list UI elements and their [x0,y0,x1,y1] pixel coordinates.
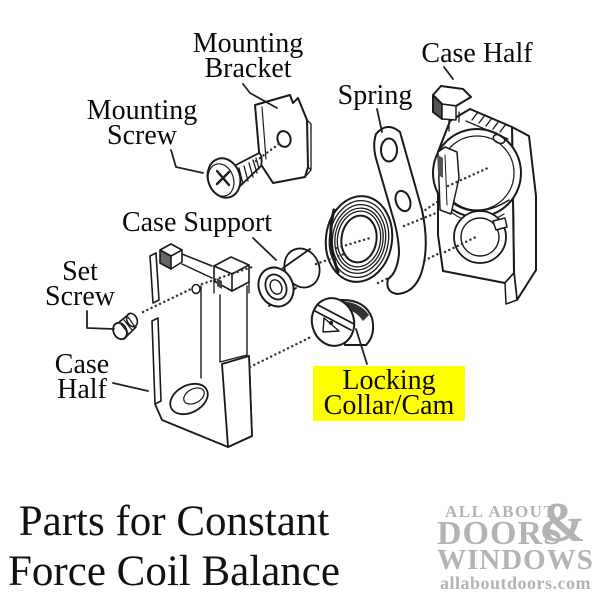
set-screw-drawing [112,312,139,341]
case-half-left-drawing [149,243,253,448]
label-text: Case Half [421,38,533,69]
label-text: Collar/Cam [323,390,455,421]
spring-arm-drawing [373,126,427,295]
label-case-half-top: Case Half [412,38,542,69]
label-case-support: Case Support [112,207,282,238]
caption-line: Parts for Constant [18,498,330,545]
logo-domain: allaboutdoors.com [440,573,592,593]
mounting-bracket-drawing [254,94,312,184]
label-text: Locking [342,365,436,396]
label-text: Case Support [121,207,273,238]
label-mounting-screw: Mounting Screw [62,95,222,151]
label-text: Mounting [192,28,304,59]
label-text: Half [57,374,107,405]
case-support-drawing [257,247,321,308]
label-text: Set [62,256,98,287]
label-set-screw: Set Screw [38,256,122,312]
label-text: Mounting [86,95,198,126]
diagram-caption: Parts for Constant Force Coil Balance [0,497,348,597]
locking-collar-drawing [310,297,375,347]
spring-coil-drawing [324,195,394,283]
label-text: Case [54,349,110,380]
logo-windows: WINDOWS [437,544,594,576]
label-text: Screw [107,120,177,151]
mounting-screw-drawing [206,152,263,199]
logo-ampersand: & [539,492,586,554]
label-mounting-bracket: Mounting Bracket [168,28,328,84]
assembly-axis-dotted-lines [141,141,492,369]
label-case-half-bottom: Case Half [42,349,122,405]
logo-all-about: ALL ABOUT [445,502,557,521]
logo-doors: DOORS [437,515,563,552]
label-locking-collar-highlighted: Locking Collar/Cam [313,366,465,421]
allaboutdoors-logo: & ALL ABOUT DOORS WINDOWS allaboutdoors.… [437,495,595,593]
label-text: Screw [45,281,115,312]
label-text: Spring [337,80,413,111]
exploded-parts-drawing [86,66,537,448]
label-spring: Spring [330,80,420,111]
caption-line: Force Coil Balance [8,548,340,595]
label-leader-lines [86,66,454,392]
case-half-right-drawing [432,85,537,305]
label-text: Bracket [204,53,292,84]
